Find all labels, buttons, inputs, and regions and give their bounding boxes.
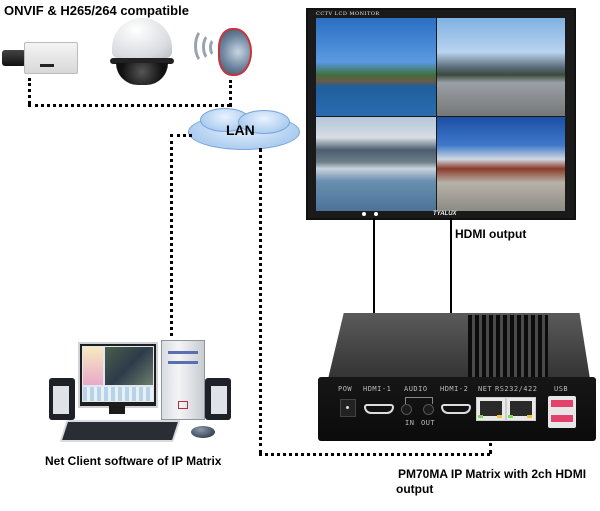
monitor-brand: TYALUX [433,211,457,217]
lan-cloud-puff [238,110,290,134]
camera-body [24,42,78,74]
pow-label: POW [338,385,353,393]
camera-lens [2,50,26,66]
video-panel [105,347,153,385]
net-port-link [489,430,492,454]
power-pin [346,406,349,409]
client-software-screen [82,346,154,402]
camera-link [28,78,31,104]
sound-wave-icon [209,38,221,57]
matrix-top-cover [328,313,590,379]
matrix-vents [468,315,548,379]
dome-glass [116,63,168,85]
power-button [178,401,188,409]
client-label: Net Client software of IP Matrix [45,454,222,468]
client-pc [45,338,235,446]
monitor-led [362,212,366,216]
audio-in-label: IN [405,419,415,427]
speaker-grille [53,386,69,414]
camera-view-3 [316,117,436,211]
hdmi1-port [364,404,394,414]
matrix-label-line2: output [396,482,434,496]
hdmi2-port [441,404,471,414]
mouse [191,426,215,438]
audio-out-label: OUT [421,419,436,427]
hdmi1-label: HDMI-1 [363,385,392,393]
usb-port-1 [551,400,573,407]
activity-led [497,415,502,418]
audio-out-jack [423,404,434,415]
speaker-icon [218,28,252,76]
dome-ring [110,58,174,64]
camera-view-4 [437,117,565,211]
control-panel [83,387,153,401]
pc-monitor [78,342,158,408]
camera-cable [40,64,54,67]
keyboard [59,420,181,442]
pc-tower [161,340,205,420]
lan-label: LAN [226,122,255,138]
hdmi-output-label: HDMI output [455,227,527,241]
hdmi2-label: HDMI-2 [440,385,469,393]
monitor-title: CCTV LCD MONITOR [316,11,380,17]
drive-bay [168,351,198,354]
sound-wave-icon [202,33,219,61]
rs232-label: RS232/422 [495,385,538,393]
speaker [192,20,252,80]
camera-view-2 [437,18,565,116]
link-led [478,415,483,418]
left-speaker [49,378,75,420]
usb-label: USB [554,385,569,393]
dome-housing [112,18,172,58]
lan-to-pc-link [170,134,173,336]
right-speaker [205,378,231,420]
activity-led [527,415,532,418]
matrix-label-line1: PM70MA IP Matrix with 2ch HDMI [398,467,587,481]
audio-label: AUDIO [404,385,428,393]
box-camera [0,38,78,78]
cameras-label: ONVIF & H265/264 compatible [4,3,189,18]
ip-matrix-box: POW HDMI-1 AUDIO HDMI-2 NET RS232/422 US… [318,313,596,441]
sound-wave-icon [194,28,215,64]
lan-to-pc-link [170,134,192,137]
speaker-grille [211,386,227,414]
usb-port-2 [551,415,573,422]
usb-ports [548,396,576,428]
lan-to-matrix-link [259,453,490,456]
map-panel [83,347,103,385]
camera-bus-link [28,104,230,107]
monitor-stand [109,406,125,414]
speaker-link [229,80,232,106]
drive-bay [168,361,198,364]
cctv-monitor: CCTV LCD MONITOR TYALUX [306,8,576,220]
net-label: NET [478,385,493,393]
audio-in-jack [401,404,412,415]
matrix-front-panel: POW HDMI-1 AUDIO HDMI-2 NET RS232/422 US… [318,377,596,441]
dome-camera [108,18,176,88]
audio-bracket [405,397,433,404]
power-jack [340,399,356,417]
monitor-led [374,212,378,216]
camera-view-1 [316,18,436,116]
lan-to-matrix-link [259,148,262,454]
link-led [508,415,513,418]
